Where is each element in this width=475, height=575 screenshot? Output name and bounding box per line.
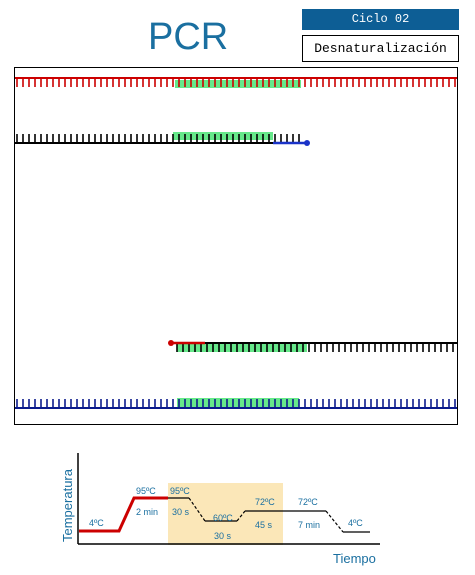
thermal-profile-graph: Temperatura Tiempo 4ºC 95ºC 2 min 95ºC 30 s 6… bbox=[60, 453, 380, 566]
primer-end-dot bbox=[304, 140, 310, 146]
step-temp-label: 72ºC bbox=[298, 497, 318, 507]
step-time-label: 30 s bbox=[214, 531, 232, 541]
step-temp-label: 72ºC bbox=[255, 497, 275, 507]
template-strand-1 bbox=[15, 77, 457, 87]
primer-binding-region bbox=[177, 344, 307, 352]
primer-binding-region bbox=[173, 132, 273, 140]
step-temp-label: 95ºC bbox=[170, 486, 190, 496]
new-strand-1 bbox=[15, 134, 300, 144]
profile-initial-segment bbox=[79, 496, 168, 533]
step-temp-label: 60ºC bbox=[213, 513, 233, 523]
dna-strands-canvas bbox=[15, 77, 457, 409]
step-temp-label: 4ºC bbox=[89, 518, 104, 528]
page-title: PCR bbox=[148, 16, 229, 58]
dna-strand-panel bbox=[14, 67, 458, 425]
step-time-label: 2 min bbox=[136, 507, 158, 517]
step-temp-label: 4ºC bbox=[348, 518, 363, 528]
profile-final-cool bbox=[325, 510, 344, 533]
cycle-indicator: Ciclo 02 bbox=[302, 9, 459, 30]
current-cycle-highlight bbox=[168, 483, 283, 545]
primer-binding-region bbox=[175, 80, 301, 88]
step-time-label: 7 min bbox=[298, 520, 320, 530]
profile-heat-ramp bbox=[236, 510, 246, 522]
primer-start-dot bbox=[168, 340, 174, 346]
template-strand-2 bbox=[15, 399, 457, 409]
profile-labels: 4ºC 95ºC 2 min 95ºC 30 s 60ºC 30 s 72ºC 45 s 72ºC… bbox=[89, 486, 363, 541]
step-time-label: 45 s bbox=[255, 520, 273, 530]
y-axis-label: Temperatura bbox=[60, 468, 75, 542]
step-time-label: 30 s bbox=[172, 507, 190, 517]
phase-indicator: Desnaturalización bbox=[302, 35, 459, 62]
step-temp-label: 95ºC bbox=[136, 486, 156, 496]
temperature-profile bbox=[79, 496, 370, 533]
x-axis-label: Tiempo bbox=[333, 551, 376, 566]
primer-binding-region bbox=[177, 398, 299, 407]
new-strand-2 bbox=[175, 342, 457, 352]
